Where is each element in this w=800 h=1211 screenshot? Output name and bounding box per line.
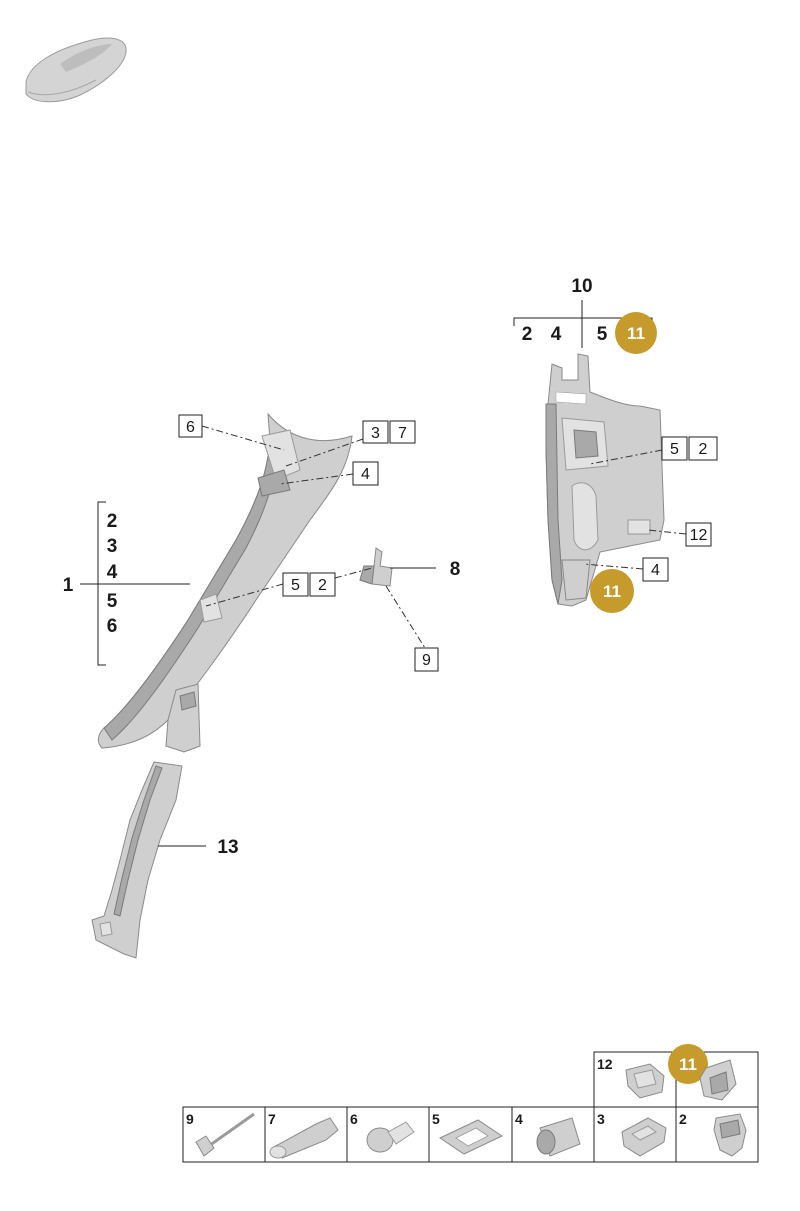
callout-7[interactable]: 7 [389, 420, 416, 444]
svg-text:11: 11 [627, 324, 645, 343]
label-part-13: 13 [217, 837, 238, 858]
group-1-item-2: 4 [107, 562, 118, 583]
svg-text:5: 5 [291, 577, 300, 594]
svg-text:6: 6 [186, 419, 195, 436]
callout-6[interactable]: 6 [178, 414, 203, 438]
label-part-10: 10 [571, 276, 592, 297]
callout-2-left[interactable]: 2 [309, 572, 336, 597]
leader-9 [385, 585, 426, 649]
table-num-6: 6 [350, 1111, 358, 1127]
svg-text:2: 2 [699, 441, 708, 458]
lower-pillar-strip-part [91, 761, 183, 959]
group-10-badge[interactable]: 11 [615, 312, 657, 354]
clip-11-icon [699, 1059, 737, 1101]
svg-text:5: 5 [670, 441, 679, 458]
button-clip-6-icon [366, 1121, 415, 1153]
callout-3[interactable]: 3 [362, 420, 389, 444]
pad-5-icon [438, 1119, 504, 1155]
callout-12[interactable]: 12 [685, 522, 712, 547]
callout-4[interactable]: 4 [352, 461, 379, 486]
badge-11-right[interactable]: 11 [590, 569, 634, 613]
part-1-group-bracket [80, 501, 190, 666]
table-num-2: 2 [679, 1111, 687, 1127]
svg-text:9: 9 [422, 652, 431, 669]
car-thumbnail-icon[interactable] [25, 37, 127, 103]
leader-12 [647, 529, 687, 535]
clip-12-icon [625, 1063, 665, 1099]
svg-text:7: 7 [398, 425, 407, 442]
svg-text:11: 11 [603, 582, 621, 601]
callout-5-right[interactable]: 5 [661, 436, 688, 461]
group-10-item-1: 4 [551, 324, 562, 345]
rivet-9-icon [195, 1112, 255, 1157]
group-1-item-3: 5 [107, 591, 118, 612]
table-num-9: 9 [186, 1111, 194, 1127]
group-10-item-0: 2 [522, 324, 533, 345]
svg-text:4: 4 [651, 562, 660, 579]
leader-4-right [583, 563, 644, 570]
svg-text:12: 12 [690, 527, 708, 544]
callout-4-right[interactable]: 4 [642, 557, 669, 582]
a-pillar-trim-part [97, 412, 353, 753]
callout-2-right[interactable]: 2 [688, 436, 718, 461]
leader-5-2-right [589, 449, 663, 465]
bracket-part [359, 547, 393, 587]
callout-5-left[interactable]: 5 [282, 572, 309, 597]
clip-2-icon [713, 1113, 747, 1157]
label-part-8: 8 [450, 559, 461, 580]
group-1-item-1: 3 [107, 536, 118, 557]
leader-5-2-left [205, 583, 284, 607]
svg-text:2: 2 [318, 577, 327, 594]
table-num-4: 4 [515, 1111, 523, 1127]
table-num-3: 3 [597, 1111, 605, 1127]
leader-6 [201, 425, 285, 451]
leader-4 [279, 473, 354, 485]
grommet-4-icon [536, 1117, 581, 1157]
group-1-item-0: 2 [107, 511, 118, 532]
leader-3-7 [285, 438, 364, 467]
leader-2-bracket [334, 567, 373, 579]
clip-3-icon [621, 1117, 667, 1157]
table-num-7: 7 [268, 1111, 276, 1127]
svg-text:3: 3 [371, 425, 380, 442]
b-pillar-trim-part [545, 353, 665, 607]
group-10-item-2: 5 [597, 324, 608, 345]
table-num-5: 5 [432, 1111, 440, 1127]
table-num-12: 12 [597, 1056, 613, 1072]
group-1-item-4: 6 [107, 616, 118, 637]
svg-text:11: 11 [679, 1055, 697, 1074]
label-part-1: 1 [63, 575, 74, 596]
svg-text:4: 4 [361, 466, 370, 483]
callout-9[interactable]: 9 [414, 647, 439, 672]
pin-7-icon [269, 1117, 339, 1159]
table-badge-11: 11 [668, 1044, 708, 1084]
